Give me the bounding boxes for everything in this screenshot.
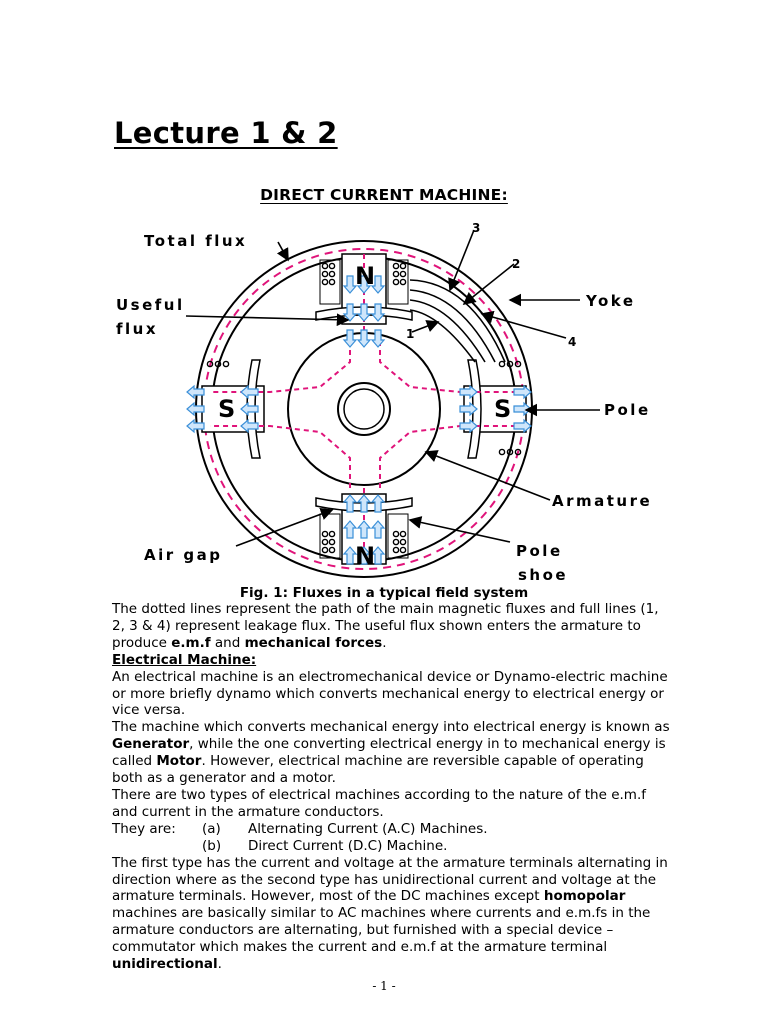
section-heading: DIRECT CURRENT MACHINE: bbox=[260, 186, 508, 204]
armature bbox=[287, 332, 441, 486]
label-num-2: 2 bbox=[512, 257, 520, 271]
label-num-4: 4 bbox=[568, 335, 576, 349]
figure-caption: Fig. 1: Fluxes in a typical field system bbox=[239, 585, 529, 601]
bold-term: Motor bbox=[156, 753, 202, 770]
label-pole: Pole bbox=[604, 401, 651, 419]
pole-letter-north-bottom: N bbox=[355, 542, 375, 570]
label-armature: Armature bbox=[552, 492, 652, 510]
list-marker: (a) bbox=[202, 820, 221, 837]
page-title: Lecture 1 & 2 bbox=[114, 116, 338, 150]
pole-letter-south-left: S bbox=[218, 395, 235, 423]
text-run: The first type has the current and volta… bbox=[112, 854, 668, 905]
label-useful: Useful bbox=[116, 296, 185, 314]
text-run: The machine which converts mechanical en… bbox=[112, 719, 670, 736]
text-run: machines are basically similar to AC mac… bbox=[112, 905, 651, 956]
text-run: The dotted lines represent the path of t… bbox=[112, 601, 659, 651]
text-run: , while the one converting electrical en… bbox=[112, 736, 666, 770]
paragraph-ac-dc: The first type has the current and volta… bbox=[112, 855, 672, 973]
label-air-gap: Air gap bbox=[144, 546, 222, 564]
bold-term: homopolar bbox=[543, 888, 626, 905]
pole-letter-south-right: S bbox=[494, 395, 511, 423]
leader-lines bbox=[185, 229, 600, 547]
label-total-flux: Total flux bbox=[144, 232, 247, 250]
paragraph-generator-motor: The machine which converts mechanical en… bbox=[112, 719, 672, 787]
body-text: The dotted lines represent the path of t… bbox=[112, 601, 672, 973]
bold-term: Generator bbox=[112, 736, 190, 753]
page-number: - 1 - bbox=[372, 979, 396, 993]
list-intro: They are: bbox=[112, 820, 176, 837]
heading-electrical-machine: Electrical Machine: bbox=[112, 651, 257, 668]
label-num-1: 1 bbox=[406, 327, 414, 341]
bold-term: unidirectional bbox=[112, 956, 218, 973]
text-run: . bbox=[217, 956, 222, 973]
pole-letter-north-top: N bbox=[355, 262, 375, 290]
text-run: . bbox=[382, 634, 387, 651]
text-run: . However, electrical machine are revers… bbox=[112, 753, 644, 787]
label-pole-shoe-line1: Pole bbox=[516, 542, 563, 560]
label-flux: flux bbox=[116, 320, 158, 338]
list-item-b: (b) Direct Current (D.C) Machine. bbox=[112, 838, 672, 855]
label-yoke: Yoke bbox=[585, 292, 636, 310]
list-marker: (b) bbox=[202, 837, 222, 854]
bold-term: e.m.f bbox=[171, 634, 211, 651]
leakage-flux-lines bbox=[409, 279, 506, 363]
label-pole-shoe-line2: shoe bbox=[518, 566, 568, 584]
list-text: Direct Current (D.C) Machine. bbox=[248, 837, 448, 854]
dc-machine-figure: N N S S Total flux Useful flux bbox=[110, 212, 670, 590]
list-indent bbox=[112, 838, 202, 855]
text-run: and bbox=[210, 634, 245, 651]
label-num-3: 3 bbox=[472, 221, 480, 235]
paragraph-types: There are two types of electrical machin… bbox=[112, 786, 646, 820]
paragraph-flux-description: The dotted lines represent the path of t… bbox=[112, 601, 672, 652]
paragraph-definition: An electrical machine is an electromecha… bbox=[112, 668, 668, 719]
list-item-a: They are: (a) Alternating Current (A.C) … bbox=[112, 821, 672, 838]
bold-term: mechanical forces bbox=[244, 634, 383, 651]
list-text: Alternating Current (A.C) Machines. bbox=[248, 820, 488, 837]
